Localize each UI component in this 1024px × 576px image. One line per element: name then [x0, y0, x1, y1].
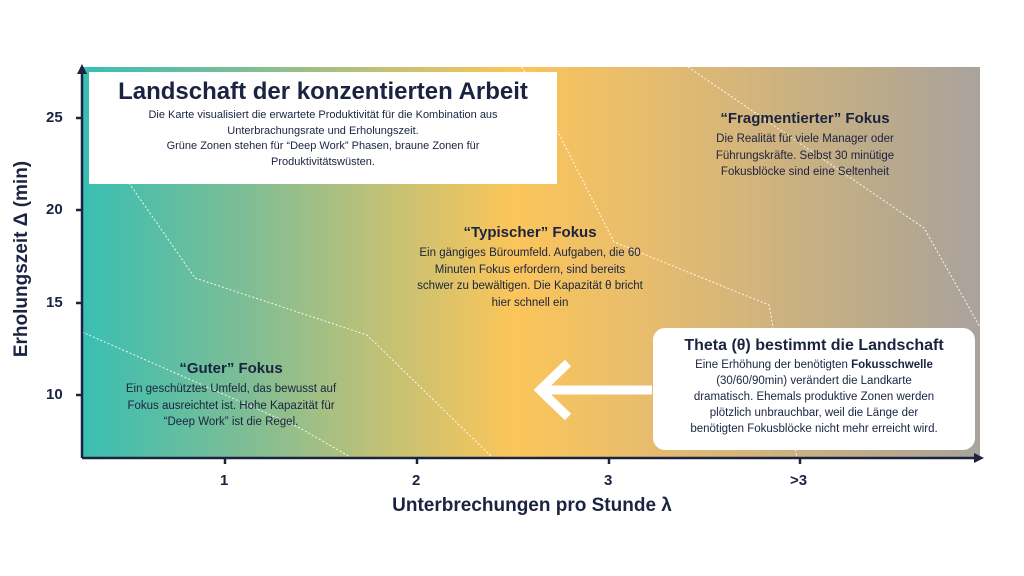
x-tick-label: >3	[790, 472, 808, 489]
zone-text: Minuten Fokus erfordern, sind bereits	[434, 263, 626, 276]
zone-text: “Deep Work” ist die Regel.	[163, 416, 299, 428]
zone-good-focus: “Guter” Fokus Ein geschütztes Umfeld, da…	[96, 360, 366, 431]
zone-title: “Typischer” Fokus	[463, 224, 597, 241]
y-tick-label: 20	[46, 201, 63, 218]
x-tick-label: 2	[412, 472, 421, 489]
y-tick-label: 25	[46, 109, 63, 126]
y-axis-label: Erholungszeit Δ (min)	[11, 160, 32, 358]
zone-text: Die Realität für viele Manager oder	[716, 133, 894, 145]
callout-text: benötigten Fokusblöcke nicht mehr erreic…	[690, 423, 938, 435]
zone-text: hier schnell ein	[491, 296, 569, 309]
zone-title: “Guter” Fokus	[179, 360, 283, 377]
callout-text: dramatisch. Ehemals produktive Zonen wer…	[693, 391, 935, 403]
zone-text: Ein geschütztes Umfeld, das bewusst auf	[125, 383, 337, 395]
callout-text: plötzlich unbrauchbar, weil die Länge de…	[709, 407, 919, 419]
y-tick-label: 15	[46, 294, 63, 311]
theta-callout: Theta (θ) bestimmt die Landschaft Eine E…	[653, 328, 975, 450]
x-tick-label: 3	[604, 472, 613, 489]
zone-fragmented-focus: “Fragmentierter” Fokus Die Realität für …	[680, 110, 930, 181]
subtitle-line: Produktivitätswüsten.	[271, 155, 375, 168]
zone-text: schwer zu bewältigen. Die Kapazität θ br…	[417, 280, 643, 292]
zone-text: Fokus ausreichtet ist. Hohe Kapazität fü…	[127, 399, 335, 412]
zone-title: “Fragmentierter” Fokus	[720, 110, 890, 127]
callout-text: Eine Erhöhung der benötigten	[695, 359, 852, 371]
callout-bold-term: Fokusschwelle	[851, 359, 933, 371]
zone-text: Ein gängiges Büroumfeld. Aufgaben, die 6…	[419, 247, 641, 259]
subtitle-line: Unterbrachungsrate und Erholungszeit.	[227, 124, 419, 137]
zone-typical-focus: “Typischer” Fokus Ein gängiges Büroumfel…	[390, 224, 670, 311]
subtitle-line: Grüne Zonen stehen für “Deep Work” Phase…	[166, 140, 480, 152]
zone-text: Führungskräfte. Selbst 30 minütige	[715, 149, 895, 162]
callout-text: (30/60/90min) verändert die Landkarte	[716, 375, 912, 387]
x-tick-label: 1	[220, 472, 229, 489]
chart-title: Landschaft der konzentierten Arbeit	[118, 78, 528, 105]
title-box: Landschaft der konzentierten Arbeit Die …	[89, 72, 557, 184]
subtitle-line: Die Karte visualisiert die erwartete Pro…	[148, 109, 498, 121]
y-tick-label: 10	[46, 386, 63, 403]
x-axis-label: Unterbrechungen pro Stunde λ	[392, 495, 672, 516]
callout-title: Theta (θ) bestimmt die Landschaft	[684, 337, 944, 354]
zone-text: Fokusblöcke sind eine Seltenheit	[720, 166, 890, 178]
